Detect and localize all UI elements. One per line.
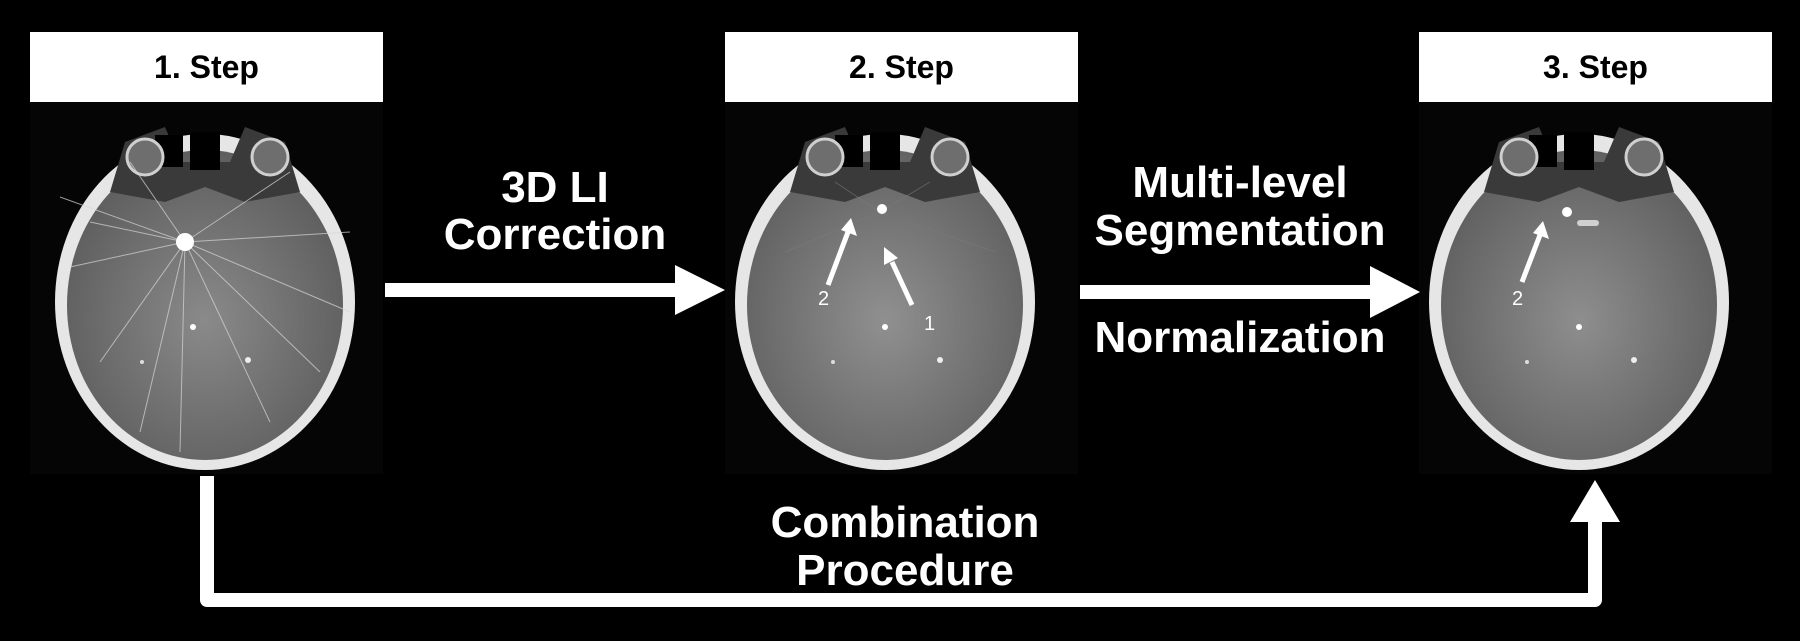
step2-header: 2. Step: [725, 32, 1078, 102]
annotation-arrow-1-step2: [884, 247, 915, 307]
ct-scan-li-corrected: [735, 127, 1035, 470]
ct-scan-final: [1429, 127, 1729, 470]
label-procedure: Procedure: [796, 546, 1014, 595]
step1-ct-image: [30, 102, 383, 474]
step3-header: 3. Step: [1419, 32, 1772, 102]
annotation-label-2-step2: 2: [818, 288, 829, 310]
arrow-step2-to-step3: [1080, 266, 1420, 318]
step1-header: 1. Step: [30, 32, 383, 102]
ct-scan-original: [55, 127, 355, 470]
arrow-step1-to-step2: [385, 265, 725, 315]
label-multi-level: Multi-level: [1132, 158, 1348, 207]
arrow-combination-path: [200, 476, 1620, 607]
annotation-label-1-step2: 1: [924, 313, 935, 335]
annotation-arrow-2-step3: [1519, 221, 1549, 283]
annotation-label-2-step3: 2: [1512, 288, 1523, 310]
label-segmentation: Segmentation: [1094, 206, 1386, 255]
label-correction: Correction: [443, 210, 667, 259]
label-normalization: Normalization: [1094, 313, 1386, 362]
label-combination: Combination: [770, 498, 1040, 547]
label-3d-li: 3D LI: [501, 163, 609, 212]
annotation-arrow-2-step2: [825, 218, 857, 286]
step3-ct-image: [1419, 102, 1772, 474]
